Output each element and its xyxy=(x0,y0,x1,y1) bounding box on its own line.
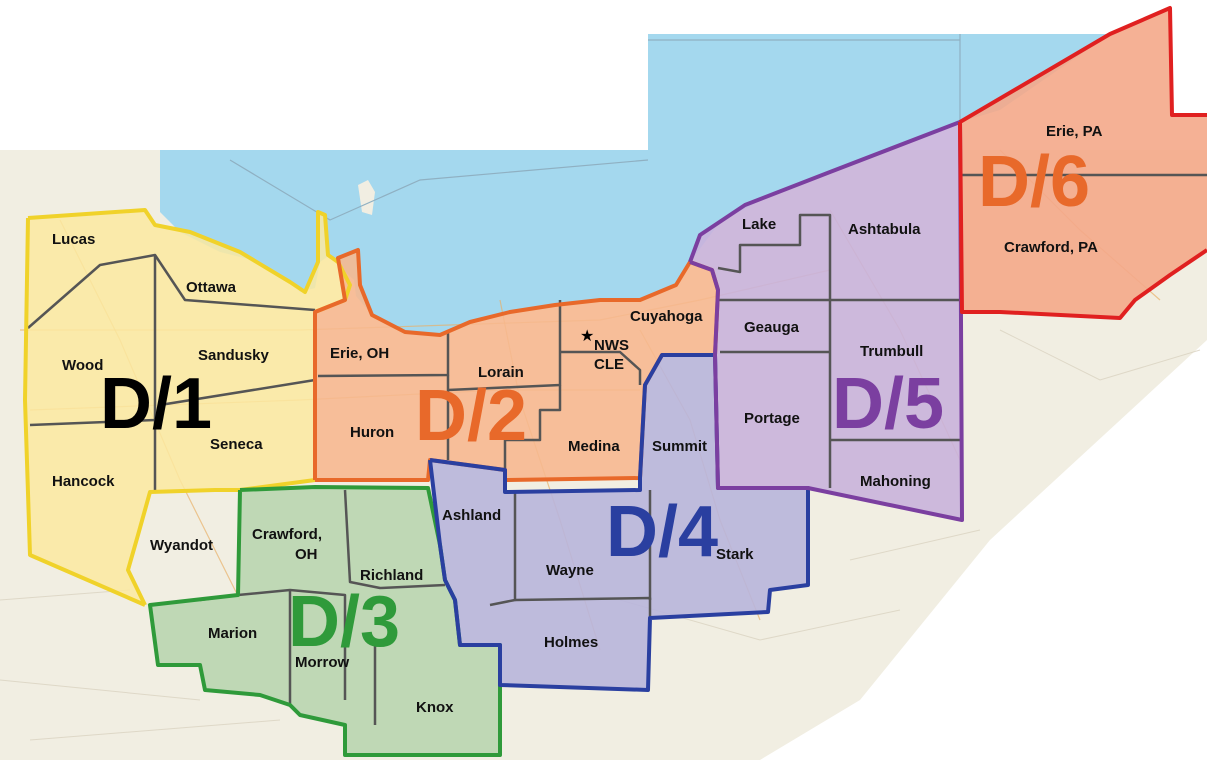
district-d2-border xyxy=(313,248,720,482)
county-erie-pa: Erie, PA xyxy=(1046,123,1103,140)
blank-lower-right xyxy=(760,340,1207,760)
district-d2-label: D/2 xyxy=(415,376,527,456)
district-d6-area xyxy=(960,8,1207,318)
county-portage: Portage xyxy=(744,410,800,427)
county-knox: Knox xyxy=(416,699,454,716)
lake-boundary xyxy=(229,34,961,221)
county-ashtabula: Ashtabula xyxy=(848,221,921,238)
county-holmes: Holmes xyxy=(544,634,598,651)
county-wyandot: Wyandot xyxy=(150,537,213,554)
county-marion: Marion xyxy=(208,625,257,642)
county-lorain: Lorain xyxy=(478,364,524,381)
county-lake: Lake xyxy=(742,216,776,233)
district-d6-label: D/6 xyxy=(978,142,1090,222)
district-d4-area xyxy=(430,355,808,690)
county-trumbull: Trumbull xyxy=(860,343,923,360)
district-d4-label: D/4 xyxy=(606,492,718,572)
county-hancock: Hancock xyxy=(52,473,115,490)
blank-top-left xyxy=(0,0,648,150)
county-sandusky: Sandusky xyxy=(198,347,270,364)
county-stark: Stark xyxy=(716,546,754,563)
county-erie-oh: Erie, OH xyxy=(330,345,389,362)
county-wayne: Wayne xyxy=(546,562,594,579)
star-icon: ★ xyxy=(580,328,594,345)
county-cuyahoga: Cuyahoga xyxy=(630,308,703,325)
blank-top-strip xyxy=(648,0,1207,34)
county-medina: Medina xyxy=(568,438,620,455)
county-wood: Wood xyxy=(62,357,103,374)
county-seneca: Seneca xyxy=(210,436,263,453)
county-morrow: Morrow xyxy=(295,654,349,671)
county-huron: Huron xyxy=(350,424,394,441)
district-d4-border xyxy=(428,353,810,692)
district-d2-area xyxy=(315,250,718,480)
county-mahoning: Mahoning xyxy=(860,473,931,490)
district-d5-border xyxy=(688,120,964,522)
county-geauga: Geauga xyxy=(744,319,800,336)
county-lines xyxy=(27,173,1207,725)
county-ashland: Ashland xyxy=(442,507,501,524)
district-d3-label: D/3 xyxy=(288,582,400,662)
county-ottawa: Ottawa xyxy=(186,279,237,296)
county-crawford-pa: Crawford, PA xyxy=(1004,239,1098,256)
district-d1-label: D/1 xyxy=(100,364,212,444)
county-crawford-oh-line2: OH xyxy=(295,546,318,563)
district-d6-border xyxy=(958,6,1207,320)
office-label-line2: CLE xyxy=(594,356,624,373)
district-d5-label: D/5 xyxy=(832,364,944,444)
district-d5-area xyxy=(690,122,962,520)
county-labels: Lucas Ottawa Wood Sandusky Seneca Hancoc… xyxy=(52,123,1103,716)
county-summit: Summit xyxy=(652,438,707,455)
county-lucas: Lucas xyxy=(52,231,95,248)
district-d3-area xyxy=(145,487,500,755)
county-richland: Richland xyxy=(360,567,423,584)
lake-erie xyxy=(160,34,1110,335)
office-label-line1: NWS xyxy=(594,337,629,354)
district-d1-area xyxy=(25,210,350,605)
county-crawford-oh-line1: Crawford, xyxy=(252,526,322,543)
